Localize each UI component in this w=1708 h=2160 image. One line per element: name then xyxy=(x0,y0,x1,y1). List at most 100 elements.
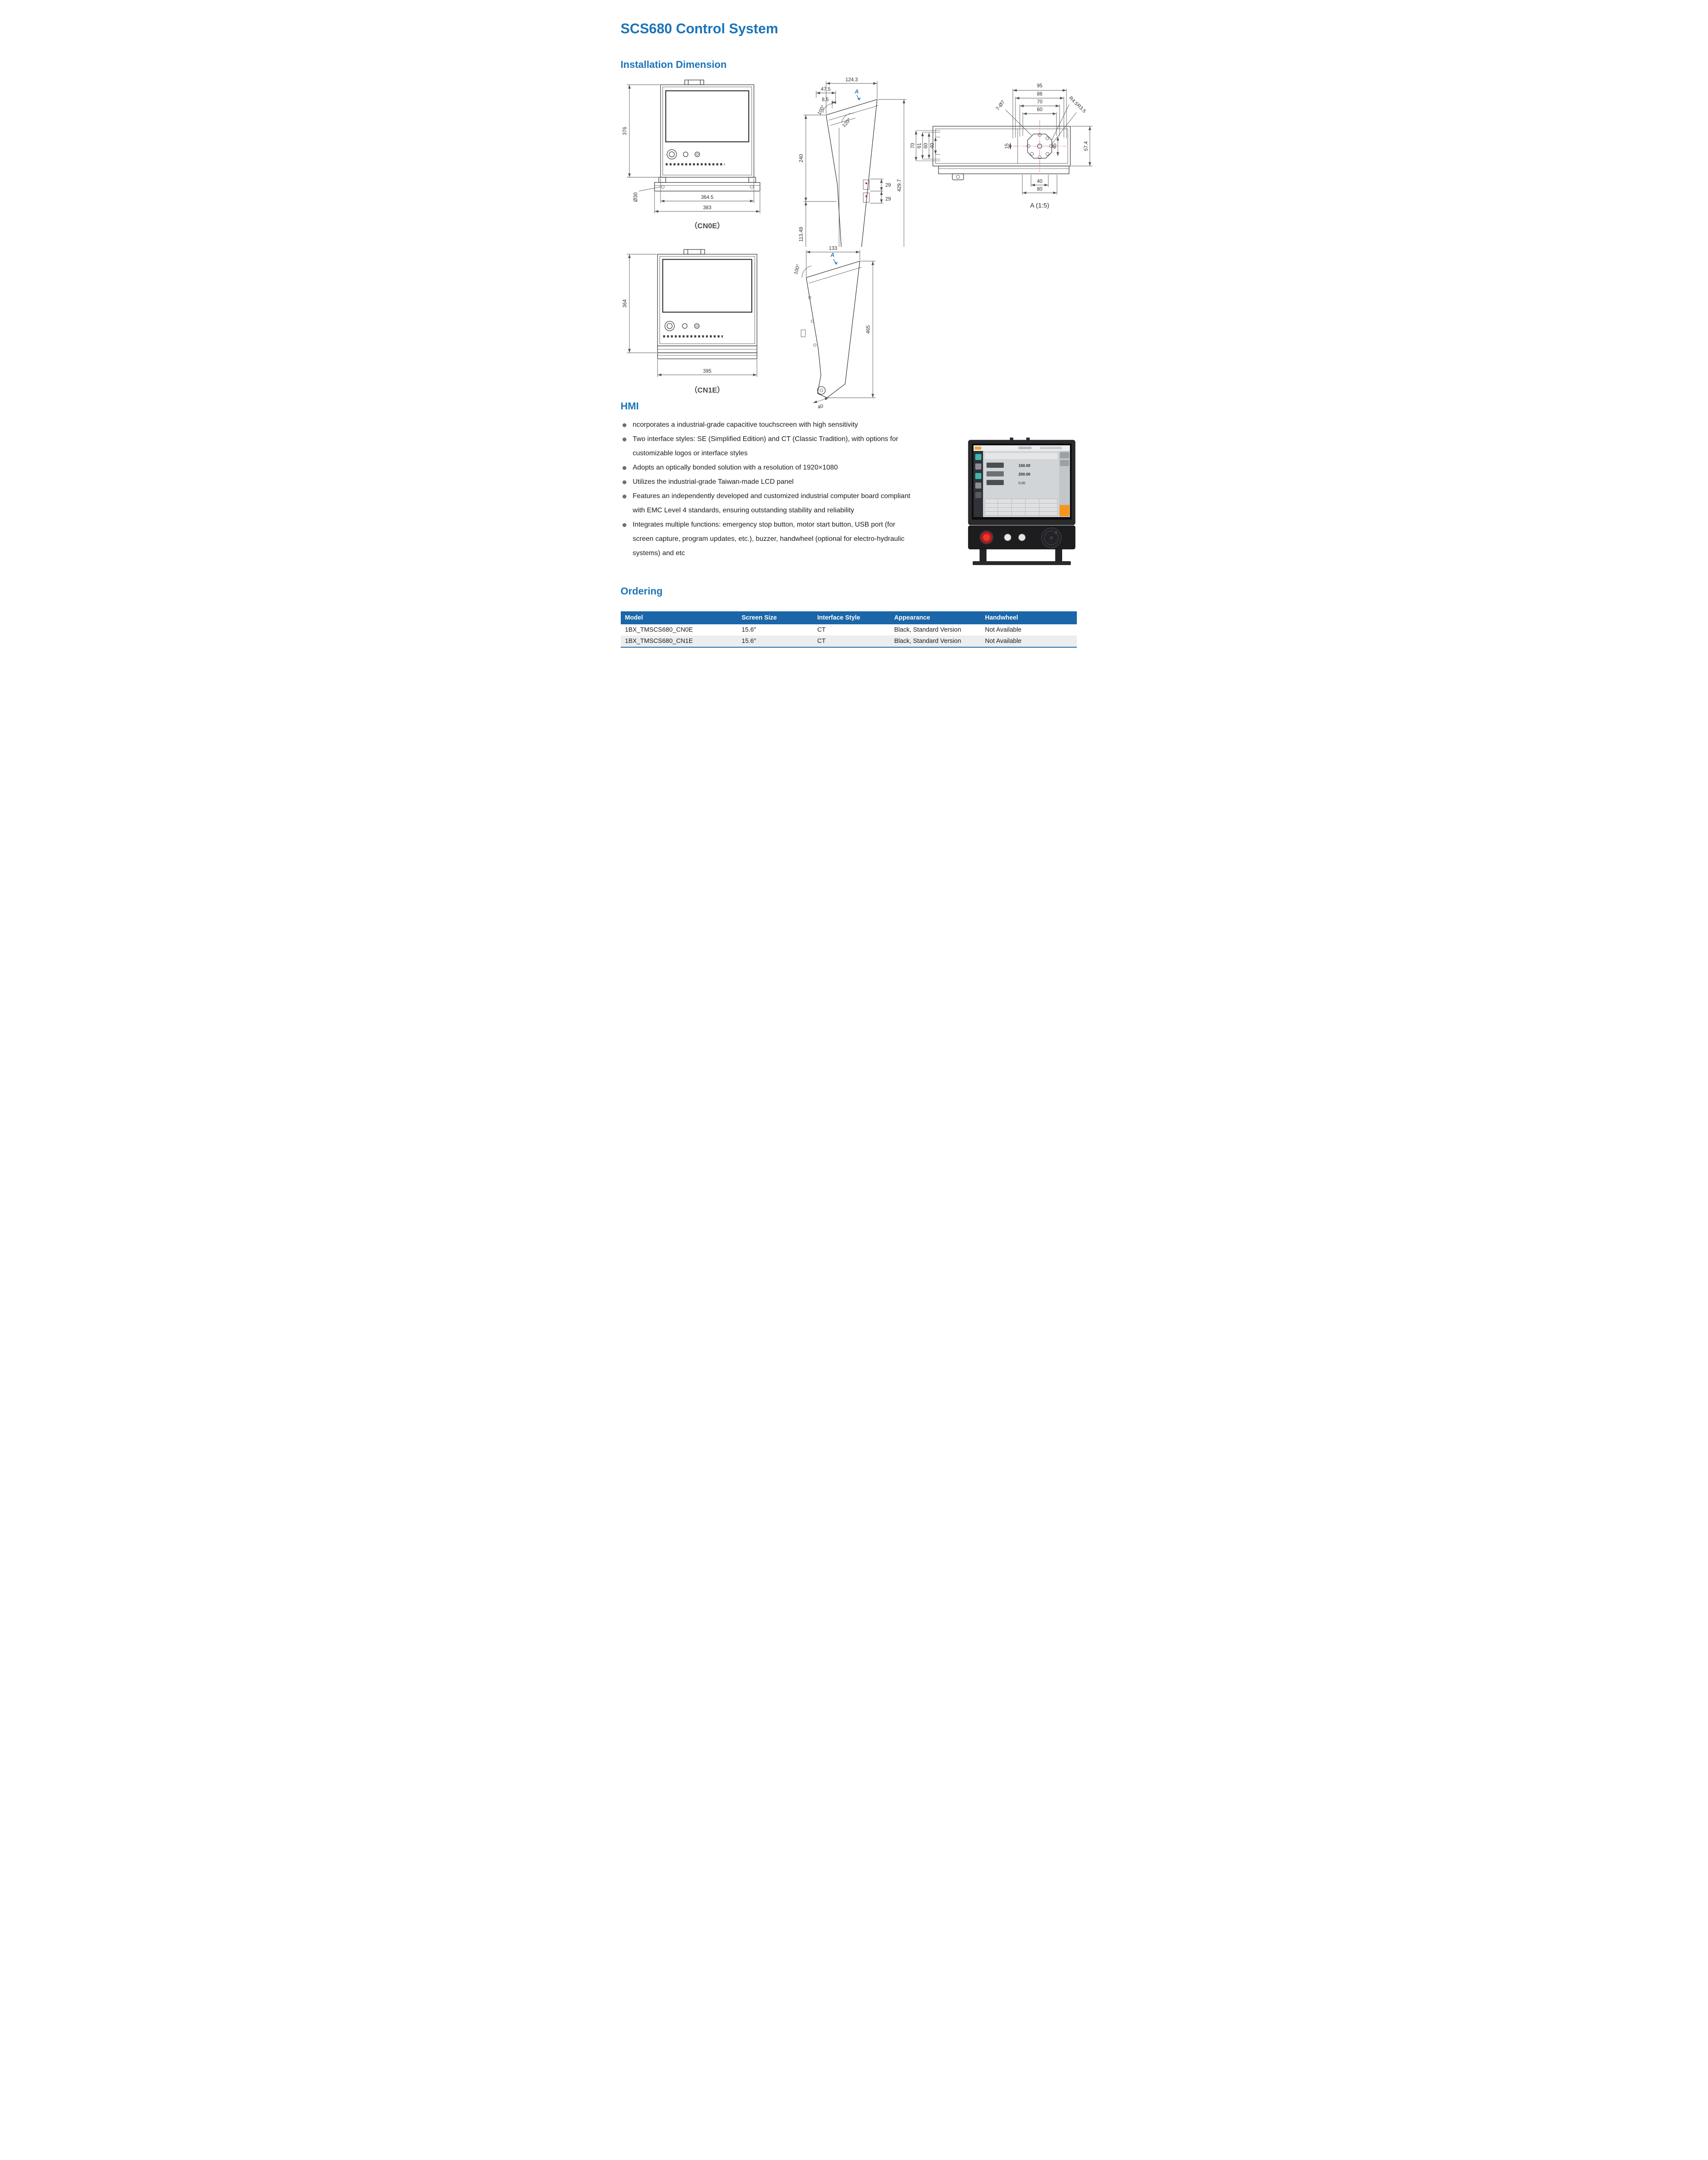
list-item: Two interface styles: SE (Simplified Edi… xyxy=(621,432,912,460)
screen-value-2: 200.00 xyxy=(1018,472,1031,476)
dim-label-364-5: 364.5 xyxy=(701,195,713,200)
dim-label-b80: 80 xyxy=(1037,187,1042,192)
cell-model: 1BX_TMSCS680_CN0E xyxy=(625,626,693,633)
cell-interface-style: CT xyxy=(813,636,890,647)
dim-label-70: 70 xyxy=(1037,99,1042,105)
cn1e-side-drawing: 133 100° 465 40 A xyxy=(793,246,875,410)
cell-handwheel: Not Available xyxy=(985,626,1022,633)
stand-foot xyxy=(1055,549,1062,562)
cn1e-front-body xyxy=(657,249,757,359)
rear-dimensions xyxy=(914,89,1092,195)
stand-foot xyxy=(979,549,986,562)
screen-value-1: 150.00 xyxy=(1018,463,1031,468)
holes-label-7d7: 7-Ø7 xyxy=(995,99,1006,112)
col-header-interface-style: Interface Style xyxy=(813,611,890,624)
stand-base xyxy=(972,561,1071,565)
list-item: Adopts an optically bonded solution with… xyxy=(621,460,912,475)
datasheet-page: SCS680 Control System Installation Dimen… xyxy=(584,0,1124,684)
dim-label-left60: 60 xyxy=(923,143,929,149)
detail-a-caption: A (1:5) xyxy=(1030,202,1049,209)
view-a-arrowhead-cn1e xyxy=(834,262,838,265)
dim-label-b40: 40 xyxy=(1037,179,1042,184)
list-item: Features an independently developed and … xyxy=(621,489,912,518)
col-header-handwheel: Handwheel xyxy=(980,611,1077,624)
section-hmi: HMI xyxy=(620,400,639,412)
col-header-model: Model xyxy=(620,611,737,624)
cell-appearance: Black, Standard Version xyxy=(894,626,961,633)
table-row: 1BX_TMSCS680_CN0E 15.6″ CT Black, Standa… xyxy=(621,624,1077,636)
emergency-stop-cap xyxy=(983,534,990,541)
cn1e-front-dimensions xyxy=(626,254,757,377)
dim-label-364: 364 xyxy=(623,299,628,308)
top-connector xyxy=(1009,438,1013,441)
cell-handwheel: Not Available xyxy=(980,636,1077,647)
radius-label-r35: R3.5 xyxy=(1076,103,1087,114)
hmi-product-image: 150.00 200.00 0.00 xyxy=(968,438,1075,565)
cn0e-front-dimensions xyxy=(626,84,760,214)
section-ordering: Ordering xyxy=(620,585,663,597)
dim-label-395: 395 xyxy=(703,369,711,374)
dim-label-383: 383 xyxy=(703,205,711,211)
cn0e-side-dimensions xyxy=(803,81,907,247)
cn0e-front-drawing: 376 Ø30 364.5 383 （CN0E） xyxy=(623,80,760,230)
connector-pin-marker xyxy=(865,182,867,185)
dim-label-left61: 61 xyxy=(917,143,922,149)
dim-label-86: 86 xyxy=(1037,92,1042,97)
hmi-screen: 150.00 200.00 0.00 xyxy=(973,445,1070,517)
connector-pin-marker xyxy=(865,195,867,198)
dim-label-8-5: 8.5 xyxy=(822,97,829,102)
ordering-table: Model Screen Size Interface Style Appear… xyxy=(620,611,1077,648)
cell-screen-size: 15.6″ xyxy=(737,636,813,647)
cn0e-side-drawing: 124.3 47.5 8.5 240 113.49 429.7 29 29 28… xyxy=(799,77,907,247)
dim-label-40: 40 xyxy=(817,403,824,410)
cell-interface-style: CT xyxy=(817,626,826,633)
panel-button xyxy=(1018,534,1025,541)
table-header-row: Model Screen Size Interface Style Appear… xyxy=(620,611,1077,624)
dim-label-dia30: Ø30 xyxy=(633,192,639,202)
rear-mounting-drawing: 95 86 70 60 R4.5 R3.5 7-Ø7 70 61 60 40 1… xyxy=(910,83,1092,209)
dim-label-left40: 40 xyxy=(930,143,935,149)
cn1e-caption: （CN1E） xyxy=(690,386,724,394)
cn1e-side-profile xyxy=(801,261,862,398)
panel-button xyxy=(1004,534,1011,541)
list-item: Utilizes the industrial-grade Taiwan-mad… xyxy=(621,475,912,489)
cell-model: 1BX_TMSCS680_CN1E xyxy=(620,636,737,647)
table-row: 1BX_TMSCS680_CN1E 15.6″ CT Black, Standa… xyxy=(620,636,1077,647)
cell-appearance: Black, Standard Version xyxy=(890,636,981,647)
dim-label-left70: 70 xyxy=(910,143,916,149)
page-title: SCS680 Control System xyxy=(620,21,779,36)
control-panel xyxy=(968,525,1075,550)
dim-label-95: 95 xyxy=(1037,83,1042,89)
view-a-label: A xyxy=(854,88,859,95)
list-item: Integrates multiple functions: emergency… xyxy=(621,518,912,560)
cn0e-front-body xyxy=(654,80,760,192)
cell-screen-size: 15.6″ xyxy=(741,626,756,633)
col-header-appearance: Appearance xyxy=(890,611,981,624)
rear-body xyxy=(932,126,1071,180)
dim-label-29b: 29 xyxy=(885,197,891,202)
section-installation-dimension: Installation Dimension xyxy=(620,59,727,70)
cn1e-front-drawing: 364 395 （CN1E） xyxy=(623,249,757,394)
dim-label-133: 133 xyxy=(829,246,837,251)
view-a-arrowhead xyxy=(857,98,861,100)
dim-label-124-3: 124.3 xyxy=(845,77,858,83)
dim-label-240: 240 xyxy=(799,154,804,162)
dim-label-465: 465 xyxy=(866,325,871,333)
dim-label-57-4: 57.4 xyxy=(1084,141,1089,151)
col-header-screen-size: Screen Size xyxy=(737,611,813,624)
dim-label-60: 60 xyxy=(1037,107,1042,112)
hmi-feature-list: ncorporates a industrial-grade capacitiv… xyxy=(621,418,919,560)
dim-label-47-5: 47.5 xyxy=(820,87,830,92)
top-connector xyxy=(1026,438,1030,441)
cn0e-caption: （CN0E） xyxy=(690,221,724,230)
dim-label-15: 15 xyxy=(1005,144,1010,149)
dim-label-376: 376 xyxy=(623,127,628,135)
angle-label-100-cn1e: 100° xyxy=(793,264,801,275)
list-item: ncorporates a industrial-grade capacitiv… xyxy=(621,418,912,432)
dim-label-429-7: 429.7 xyxy=(897,179,902,192)
dim-label-29a: 29 xyxy=(885,183,891,188)
dim-label-113-49: 113.49 xyxy=(799,227,804,242)
screen-value-3: 0.00 xyxy=(1018,481,1025,485)
angle-label-100: 100° xyxy=(817,104,826,116)
cn1e-side-dimensions xyxy=(806,250,875,403)
